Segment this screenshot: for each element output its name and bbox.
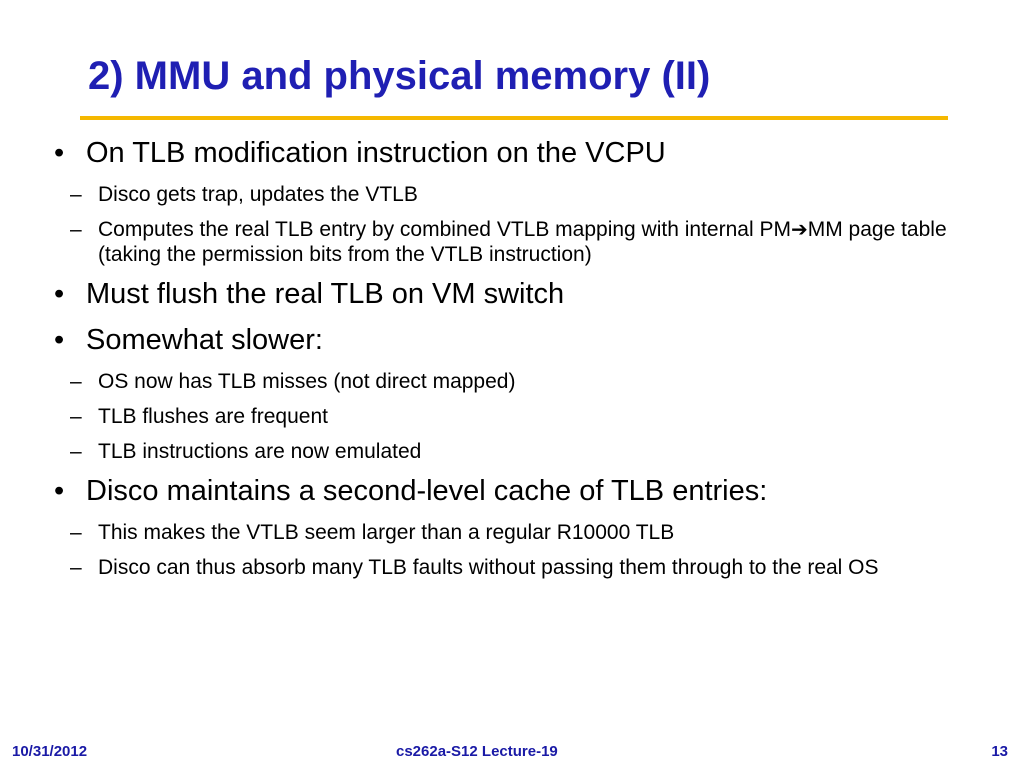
sub-item: – TLB instructions are now emulated (70, 439, 954, 464)
bullet-text: On TLB modification instruction on the V… (86, 137, 666, 169)
dash-marker: – (70, 521, 82, 544)
sub-text-part2: MM page table (taking the permission bit… (98, 218, 947, 266)
bullet-text: Must flush the real TLB on VM switch (86, 278, 565, 310)
sub-text: Disco gets trap, updates the VTLB (98, 183, 418, 206)
sub-item: – This makes the VTLB seem larger than a… (70, 520, 954, 545)
sub-item: – TLB flushes are frequent (70, 404, 954, 429)
bullet-item: • On TLB modification instruction on the… (54, 136, 954, 170)
bullet-item: • Must flush the real TLB on VM switch (54, 277, 954, 311)
page-number: 13 (991, 743, 1008, 760)
bullet-marker: • (54, 324, 65, 356)
dash-marker: – (70, 556, 82, 579)
dash-marker: – (70, 405, 82, 428)
sub-text: OS now has TLB misses (not direct mapped… (98, 370, 516, 393)
bullet-text: Disco maintains a second-level cache of … (86, 475, 768, 507)
sub-item: – Disco gets trap, updates the VTLB (70, 182, 954, 207)
sub-list: – Disco gets trap, updates the VTLB – Co… (70, 182, 954, 267)
bullet-text: Somewhat slower: (86, 324, 323, 356)
sub-text: TLB flushes are frequent (98, 405, 328, 428)
sub-item: – Computes the real TLB entry by combine… (70, 217, 954, 267)
slide-content: • On TLB modification instruction on the… (54, 136, 954, 590)
dash-marker: – (70, 183, 82, 206)
right-arrow-icon: ➔ (790, 217, 808, 241)
bullet-marker: • (54, 475, 65, 507)
bullet-item: • Somewhat slower: (54, 323, 954, 357)
sub-text: TLB instructions are now emulated (98, 440, 422, 463)
title-underline (80, 116, 948, 120)
footer-date: 10/31/2012 (12, 743, 88, 760)
footer-course-label: cs262a-S12 Lecture-19 (396, 743, 558, 760)
sub-text: Disco can thus absorb many TLB faults wi… (98, 556, 879, 579)
sub-item: – OS now has TLB misses (not direct mapp… (70, 369, 954, 394)
sub-text-part1: Computes the real TLB entry by combined … (98, 218, 791, 241)
slide-title: 2) MMU and physical memory (II) (88, 54, 711, 98)
dash-marker: – (70, 370, 82, 393)
bullet-marker: • (54, 137, 65, 169)
bullet-marker: • (54, 278, 65, 310)
sub-list: – This makes the VTLB seem larger than a… (70, 520, 954, 580)
sub-item: – Disco can thus absorb many TLB faults … (70, 555, 954, 580)
dash-marker: – (70, 218, 82, 241)
sub-list: – OS now has TLB misses (not direct mapp… (70, 369, 954, 464)
sub-text: This makes the VTLB seem larger than a r… (98, 521, 675, 544)
dash-marker: – (70, 440, 82, 463)
bullet-item: • Disco maintains a second-level cache o… (54, 474, 954, 508)
